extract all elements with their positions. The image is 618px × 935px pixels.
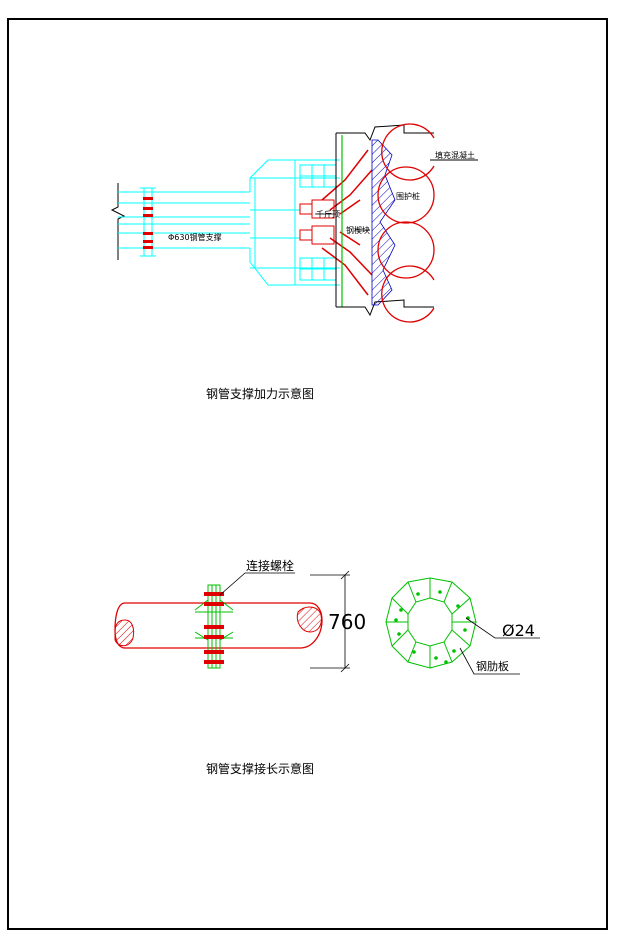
dimension-760 [310, 570, 350, 673]
label-diameter: Ø24 [502, 621, 535, 640]
pipe-end-right [296, 606, 322, 633]
pipe-strut [118, 159, 340, 286]
rib-plate-leader [459, 647, 520, 675]
bolt-holes [394, 590, 470, 664]
wall-outline [335, 124, 478, 317]
label-bolt: 连接螺栓 [246, 558, 294, 573]
jack [299, 199, 335, 245]
figure2-caption: 钢管支撑接长示意图 [206, 761, 314, 776]
dimension-value: 760 [328, 610, 366, 634]
drawing-frame [7, 18, 608, 930]
pipe-end-left [114, 619, 135, 647]
figure2-strut-extension-diagram: 连接螺栓 760 [114, 558, 540, 776]
figure1-strut-preload-diagram: 填充混凝土 围护桩 千斤顶 钢楔块 Φ630钢管支撑 钢管支撑加力示意图 [110, 123, 478, 401]
fill-concrete [371, 139, 396, 306]
label-pipe-strut: Φ630钢管支撑 [168, 232, 222, 242]
diameter-leader [465, 617, 540, 639]
figure1-caption: 钢管支撑加力示意图 [206, 386, 314, 401]
label-rib-plate: 钢肋板 [476, 659, 509, 673]
label-fill-concrete: 填充混凝土 [435, 150, 475, 160]
flange-bolts [143, 197, 153, 249]
label-pile: 围护桩 [396, 191, 420, 201]
steel-wedges [321, 149, 373, 296]
label-jack: 千斤顶 [316, 209, 340, 219]
flange-cross-section [385, 577, 477, 669]
connecting-bolts [204, 592, 224, 664]
pipe-body [114, 602, 323, 649]
retaining-piles [377, 123, 435, 323]
label-steel-wedge: 钢楔块 [346, 225, 370, 235]
bolt-leader [219, 572, 295, 596]
